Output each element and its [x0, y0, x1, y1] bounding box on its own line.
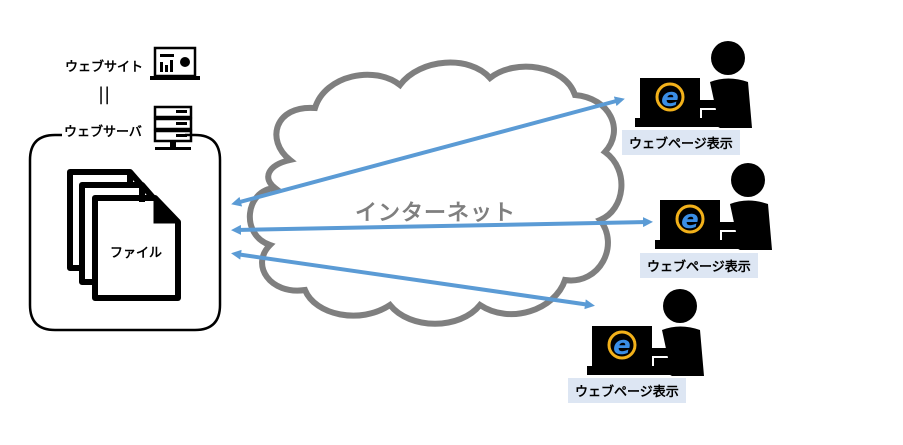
svg-text:e: e: [661, 83, 679, 113]
user-computer-icon: e: [635, 41, 752, 128]
user-computer-icon: e: [655, 163, 772, 250]
browser-e-icon: e: [675, 204, 705, 235]
client-label-3: ウェブページ表示: [568, 378, 686, 403]
browser-e-icon: e: [655, 82, 685, 113]
server-rack-icon: [153, 105, 193, 150]
website-label: ウェブサイト: [65, 60, 144, 75]
website-monitor-icon: [150, 46, 200, 80]
user-computer-icon: e: [587, 289, 704, 376]
server-container: [28, 133, 222, 332]
equals-symbol: ||: [98, 84, 111, 105]
svg-text:e: e: [613, 331, 631, 361]
document-stack-icon: [67, 169, 181, 301]
arrow-client-2: [231, 217, 653, 235]
webserver-label: ウェブサーバ: [62, 121, 144, 140]
file-label: ファイル: [110, 246, 163, 261]
browser-e-icon: e: [607, 330, 637, 361]
arrow-client-3: [231, 249, 595, 310]
client-label-1: ウェブページ表示: [622, 130, 740, 155]
client-label-2: ウェブページ表示: [640, 253, 758, 278]
svg-text:e: e: [681, 205, 699, 235]
internet-label: インターネット: [355, 201, 517, 226]
arrow-client-1: [231, 96, 625, 207]
